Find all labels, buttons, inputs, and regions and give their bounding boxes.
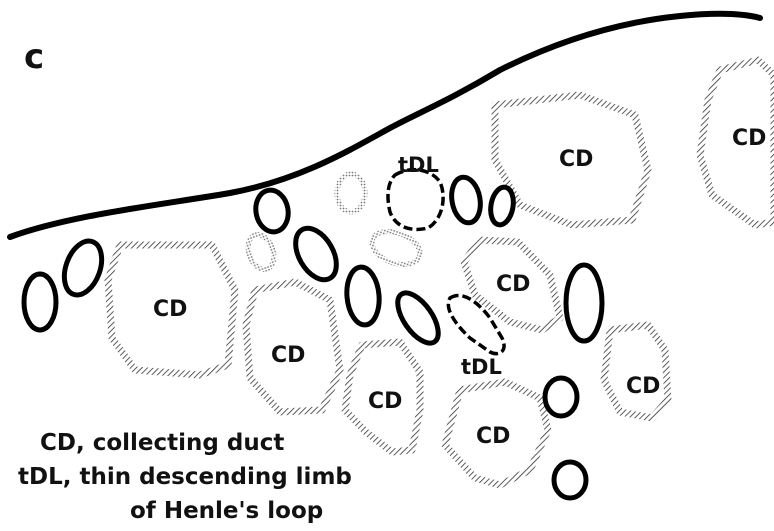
label-cd: CD [496, 272, 530, 297]
tubule [24, 274, 56, 330]
grey-tubule [337, 174, 365, 212]
label-cd: CD [559, 147, 593, 172]
tubule [57, 236, 108, 300]
collecting-ducts [108, 60, 774, 485]
tubule [545, 378, 577, 416]
collecting-duct [604, 325, 668, 418]
grey-tubule [244, 231, 279, 273]
label-tdl: tDL [461, 355, 502, 379]
tubule [488, 185, 516, 226]
tissue-surface-line [10, 14, 760, 237]
label-cd: CD [476, 424, 510, 449]
label-tdl: tDL [398, 153, 439, 177]
legend: CD, collecting duct tDL, thin descending… [18, 430, 352, 524]
tubule [345, 266, 382, 327]
tubule [448, 175, 484, 225]
legend-line-cd: CD, collecting duct [40, 430, 284, 456]
tubule [287, 221, 344, 286]
grey-tubule [367, 225, 424, 270]
panel-label: c [24, 37, 44, 77]
legend-line-henle: of Henle's loop [130, 498, 323, 524]
label-cd: CD [153, 297, 187, 322]
label-cd: CD [368, 389, 402, 414]
label-cd: CD [271, 343, 305, 368]
tubule [566, 265, 602, 341]
tubule [554, 462, 586, 498]
label-cd: CD [626, 374, 660, 399]
legend-line-tdl: tDL, thin descending limb [18, 464, 352, 490]
tubule [253, 188, 292, 235]
thin-descending-limb [388, 170, 443, 230]
label-cd: CD [732, 126, 766, 151]
